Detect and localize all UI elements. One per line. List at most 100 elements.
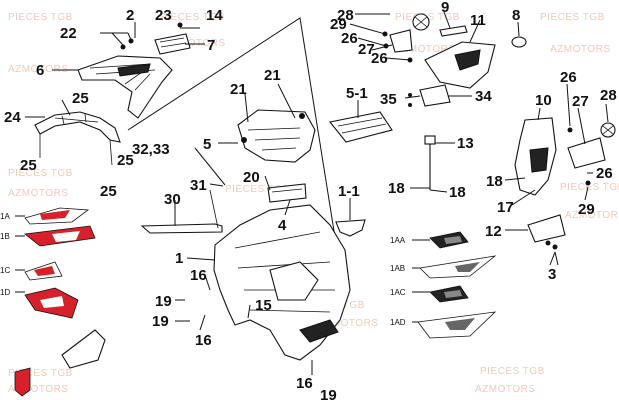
- callout-26c: 26: [560, 69, 577, 86]
- decal-label-1aa: 1AA: [390, 236, 406, 245]
- decal-label-1ab: 1AB: [390, 264, 405, 273]
- callout-26a: 26: [341, 30, 358, 47]
- callout-19c: 19: [320, 387, 337, 400]
- decal-label-1b: 1B: [0, 232, 10, 241]
- callout-7: 7: [207, 37, 215, 54]
- callout-13: 13: [457, 135, 474, 152]
- license-bracket-part: [424, 41, 496, 89]
- callout-32-33: 32,33: [132, 141, 170, 158]
- bolt-icon: [567, 127, 573, 133]
- decal-1b-part: [24, 225, 96, 247]
- callout-11: 11: [470, 12, 486, 29]
- grab-bar-part: [34, 111, 121, 166]
- decal-1c-part: [24, 261, 63, 281]
- rubber-strip-part: [439, 25, 468, 37]
- decal-label-1ac: 1AC: [390, 288, 406, 297]
- callout-14: 14: [206, 7, 223, 24]
- decal-labels: 1A 1B 1C 1D 1AA 1AB 1AC 1AD: [0, 212, 406, 327]
- callout-18c: 18: [486, 173, 503, 190]
- callout-35: 35: [380, 91, 397, 108]
- callout-27b: 27: [572, 93, 589, 110]
- side-bracket-part: [527, 214, 566, 250]
- callout-16b: 16: [195, 332, 212, 349]
- watermark-text: PIECES TGB: [160, 12, 225, 23]
- callout-26d: 26: [596, 165, 613, 182]
- shield-logo-icon: [14, 367, 31, 397]
- decal-1d-part: [24, 287, 79, 319]
- callout-30: 30: [164, 191, 181, 208]
- watermark-text: PIECES TGB: [8, 12, 73, 23]
- watermark-text: AZMOTORS: [8, 384, 69, 395]
- callout-25d: 25: [100, 183, 117, 200]
- callout-25b: 25: [20, 157, 37, 174]
- seat-insert-part: [335, 219, 366, 237]
- callout-26b: 26: [371, 50, 388, 67]
- reflector-part: [412, 13, 430, 31]
- watermark-text: PIECES TGB: [540, 12, 605, 23]
- callout-16c: 16: [296, 375, 313, 392]
- callout-21a: 21: [230, 81, 247, 98]
- callout-22: 22: [60, 25, 77, 42]
- decal-1ad-part: [417, 311, 497, 339]
- watermark-text: AZMOTORS: [8, 64, 69, 75]
- taillight-bracket-part: [389, 29, 413, 53]
- callout-10: 10: [535, 92, 552, 109]
- rear-rack-part: [77, 55, 173, 119]
- callout-5-1: 5-1: [346, 85, 368, 102]
- bolt-icon: [177, 22, 183, 28]
- callout-29b: 29: [578, 201, 595, 218]
- callout-28b: 28: [600, 87, 617, 104]
- watermark-text: AZMOTORS: [8, 188, 69, 199]
- callout-8: 8: [512, 7, 520, 24]
- watermark-text: AZMOTORS: [565, 210, 619, 221]
- callout-24: 24: [4, 109, 21, 126]
- callout-15: 15: [255, 297, 272, 314]
- emblem-outline-part: [61, 329, 106, 369]
- callout-34: 34: [475, 88, 492, 105]
- decal-1ac-part: [429, 285, 469, 303]
- callout-19b: 19: [152, 313, 169, 330]
- bolt-icon: [128, 38, 134, 44]
- watermark-text: AZMOTORS: [318, 318, 379, 329]
- callout-28a: 28: [337, 7, 354, 24]
- small-bracket-part: [408, 84, 451, 107]
- callout-31: 31: [190, 177, 207, 194]
- callout-1-1: 1-1: [338, 183, 360, 200]
- watermark-text: PIECES TGB: [8, 168, 73, 179]
- callout-5: 5: [203, 136, 211, 153]
- watermark-text: AZMOTORS: [395, 44, 456, 55]
- callout-2: 2: [126, 7, 134, 24]
- watermark-text: PIECES TGB: [8, 368, 73, 379]
- stay-bracket-part: [267, 183, 307, 203]
- watermark-text: AZMOTORS: [475, 384, 536, 395]
- decal-1a-part: [24, 207, 90, 225]
- callout-25a: 25: [72, 90, 89, 107]
- callout-18a: 18: [388, 180, 405, 197]
- decal-label-1c: 1C: [0, 266, 10, 275]
- bolt-icon: [585, 180, 591, 186]
- callout-16a: 16: [190, 267, 207, 284]
- rear-tube-part: [140, 189, 223, 234]
- callout-9: 9: [441, 0, 449, 16]
- watermark-text: PIECES TGB: [225, 184, 290, 195]
- decal-label-1ad: 1AD: [390, 318, 406, 327]
- callout-4: 4: [278, 217, 287, 234]
- rack-bracket-part: [154, 33, 191, 55]
- watermark-text: PIECES TGB: [560, 182, 619, 193]
- callout-20: 20: [243, 169, 260, 186]
- o-ring-part: [511, 36, 527, 48]
- callout-23: 23: [155, 7, 172, 24]
- callout-6: 6: [36, 62, 44, 79]
- watermark-text: AZMOTORS: [550, 44, 611, 55]
- assembly-frame-line: [127, 17, 346, 301]
- callout-1: 1: [175, 250, 183, 267]
- bolt-icon: [120, 44, 126, 50]
- callout-21b: 21: [264, 67, 281, 84]
- callout-12: 12: [485, 223, 502, 240]
- decal-label-1a: 1A: [0, 212, 10, 221]
- inner-liner-part: [329, 111, 393, 143]
- inner-fender-part: [237, 109, 316, 163]
- callout-18b: 18: [449, 184, 466, 201]
- watermark-text: PIECES TGB: [480, 366, 545, 377]
